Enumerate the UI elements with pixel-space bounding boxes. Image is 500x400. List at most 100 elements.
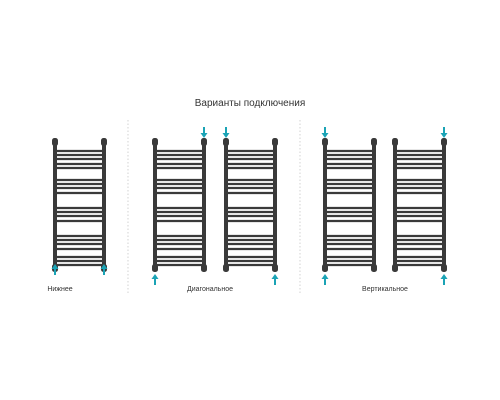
arrow-shaft [443,127,445,134]
section-dividers [127,120,301,295]
radiator-bar [55,242,104,246]
radiator-bar [155,263,204,267]
radiator-bar [55,259,104,263]
arrow-shaft [324,278,326,285]
radiator-bar [226,178,275,182]
radiator-bar [226,166,275,170]
rail-cap [322,264,328,272]
radiator-bar [226,186,275,190]
radiator-bar [325,166,374,170]
arrow-head [200,133,208,138]
radiator-bar [55,162,104,166]
vertical-rail [153,142,157,268]
radiator-bar [325,234,374,238]
radiator-bar [155,162,204,166]
radiator-bar [325,214,374,218]
radiator-bar [395,149,444,153]
radiator-bar [226,182,275,186]
radiator-bar [155,153,204,157]
radiator-bar [395,259,444,263]
arrow-shaft [103,268,105,275]
vertical-rail [442,142,446,268]
radiator-bar [226,247,275,251]
arrow-head [440,274,448,279]
vertical-rail [224,142,228,268]
radiator-bar [155,210,204,214]
radiator-bar [226,219,275,223]
radiator-bar [155,247,204,251]
arrow-head [100,264,108,269]
radiator-bar [55,247,104,251]
arrow-shaft [274,278,276,285]
radiator-bar [226,191,275,195]
arrow-head [222,133,230,138]
arrow-up-icon [51,264,59,275]
radiator-bar [395,153,444,157]
radiator-bar [325,206,374,210]
arrow-shaft [203,127,205,134]
connection-options-title: Варианты подключения [194,98,306,109]
arrow-down-icon [440,127,448,138]
radiator-bar [395,182,444,186]
radiator-bar [226,149,275,153]
radiator-bar [155,242,204,246]
radiator-bar [325,255,374,259]
rail-cap [392,264,398,272]
radiator-bar [325,178,374,182]
radiator-bar [155,178,204,182]
radiator-bar [226,162,275,166]
radiator-bar [325,162,374,166]
caption-bottom: Нижнее [47,286,73,293]
radiator-bar [395,234,444,238]
radiator-bar [325,263,374,267]
towel-radiator [223,138,278,272]
radiator-bar [395,219,444,223]
rail-cap [201,264,207,272]
radiator-bar [226,206,275,210]
radiator-bar [55,263,104,267]
radiator-bar [325,247,374,251]
radiator-bar [395,238,444,242]
arrow-shaft [443,278,445,285]
arrow-head [151,274,159,279]
vertical-rail [202,142,206,268]
radiator-bar [395,214,444,218]
radiator-bar [226,210,275,214]
radiator-bar [325,153,374,157]
radiator-bar [55,182,104,186]
radiator-bar [325,182,374,186]
flow-arrows [51,127,448,285]
towel-radiator [52,138,107,272]
radiator-bar [155,186,204,190]
radiator-bar [155,234,204,238]
vertical-rail [323,142,327,268]
radiator-bar [155,149,204,153]
radiator-bar [226,242,275,246]
radiator-bar [155,259,204,263]
rail-cap [272,264,278,272]
arrow-head [271,274,279,279]
radiator-bar [55,210,104,214]
radiator-bar [155,255,204,259]
arrow-up-icon [100,264,108,275]
radiator-bar [395,242,444,246]
radiator-bar [325,157,374,161]
radiator-bar [226,238,275,242]
arrow-up-icon [440,274,448,285]
radiator-bar [395,255,444,259]
radiator-bar [325,238,374,242]
arrow-head [321,133,329,138]
radiator-bar [226,214,275,218]
arrow-head [321,274,329,279]
radiator-bar [325,259,374,263]
radiator-bar [226,263,275,267]
radiator-bar [155,206,204,210]
radiator-bar [395,186,444,190]
radiator-bar [395,162,444,166]
vertical-rail [273,142,277,268]
arrow-up-icon [151,274,159,285]
towel-radiator [392,138,447,272]
vertical-rail [393,142,397,268]
arrow-down-icon [200,127,208,138]
